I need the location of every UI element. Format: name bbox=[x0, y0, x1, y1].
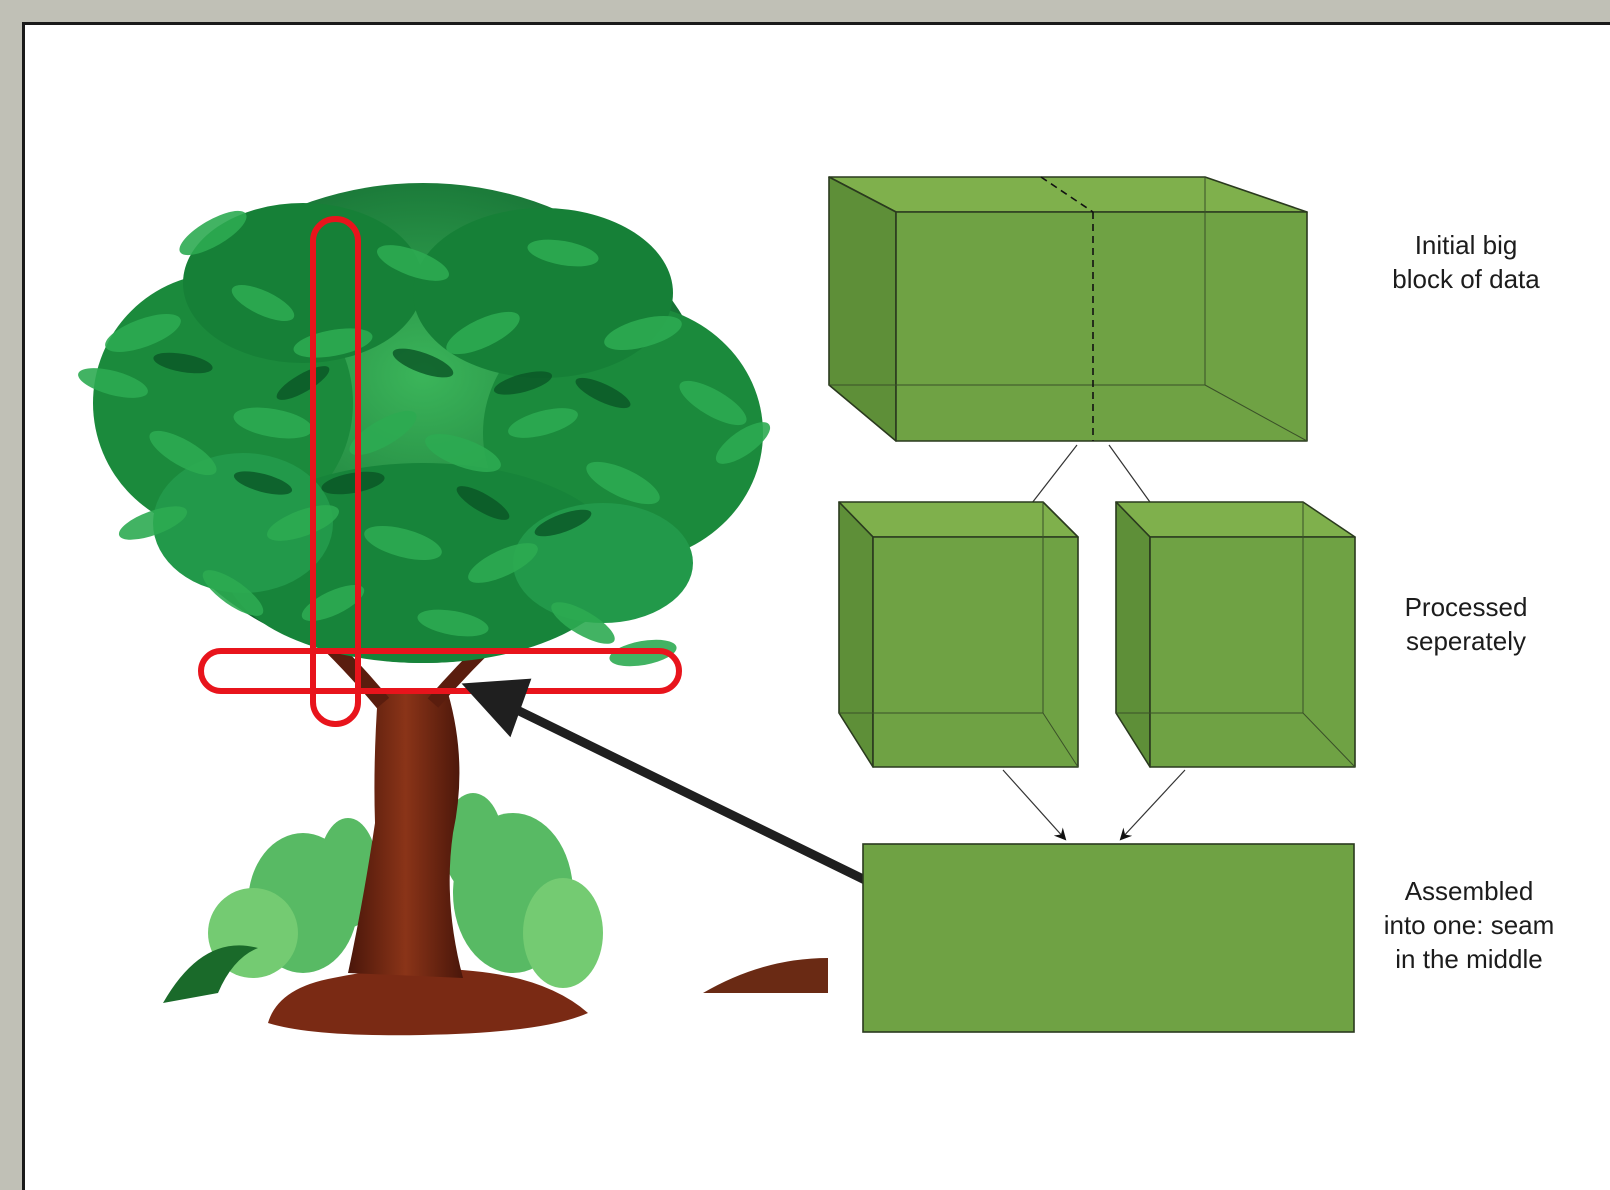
horizontal-seam-marker bbox=[198, 648, 682, 694]
seam-highlight bbox=[198, 216, 682, 727]
grass-left bbox=[208, 818, 378, 978]
vertical-seam-marker bbox=[310, 216, 361, 727]
label-initial-line2: block of data bbox=[1392, 264, 1540, 294]
label-processed: Processed seperately bbox=[1346, 590, 1586, 658]
label-assembled: Assembled into one: seam in the middle bbox=[1349, 874, 1589, 976]
label-assembled-line1: Assembled bbox=[1404, 876, 1534, 906]
label-processed-line1: Processed bbox=[1404, 592, 1528, 622]
processed-block-right bbox=[1115, 501, 1356, 768]
label-assembled-line3: in the middle bbox=[1395, 944, 1543, 974]
root-right bbox=[703, 958, 828, 993]
label-initial-block: Initial big block of data bbox=[1346, 228, 1586, 296]
label-processed-line2: seperately bbox=[1406, 626, 1526, 656]
tree-illustration bbox=[78, 183, 828, 1036]
grass-right bbox=[443, 793, 603, 988]
initial-data-block bbox=[828, 176, 1308, 442]
tree-canopy bbox=[78, 183, 771, 667]
soil-mound bbox=[268, 968, 588, 1036]
root-left bbox=[163, 945, 258, 1003]
processed-block-left bbox=[838, 501, 1079, 768]
assembled-data-block bbox=[862, 843, 1355, 1033]
diagram-canvas bbox=[78, 176, 1356, 1036]
diagram-frame: Initial big block of data Processed sepe… bbox=[22, 22, 1610, 1190]
merge-arrows bbox=[1002, 769, 1186, 841]
label-assembled-line2: into one: seam bbox=[1383, 910, 1555, 940]
tree-trunk bbox=[348, 693, 463, 978]
label-initial-line1: Initial big bbox=[1414, 230, 1518, 260]
